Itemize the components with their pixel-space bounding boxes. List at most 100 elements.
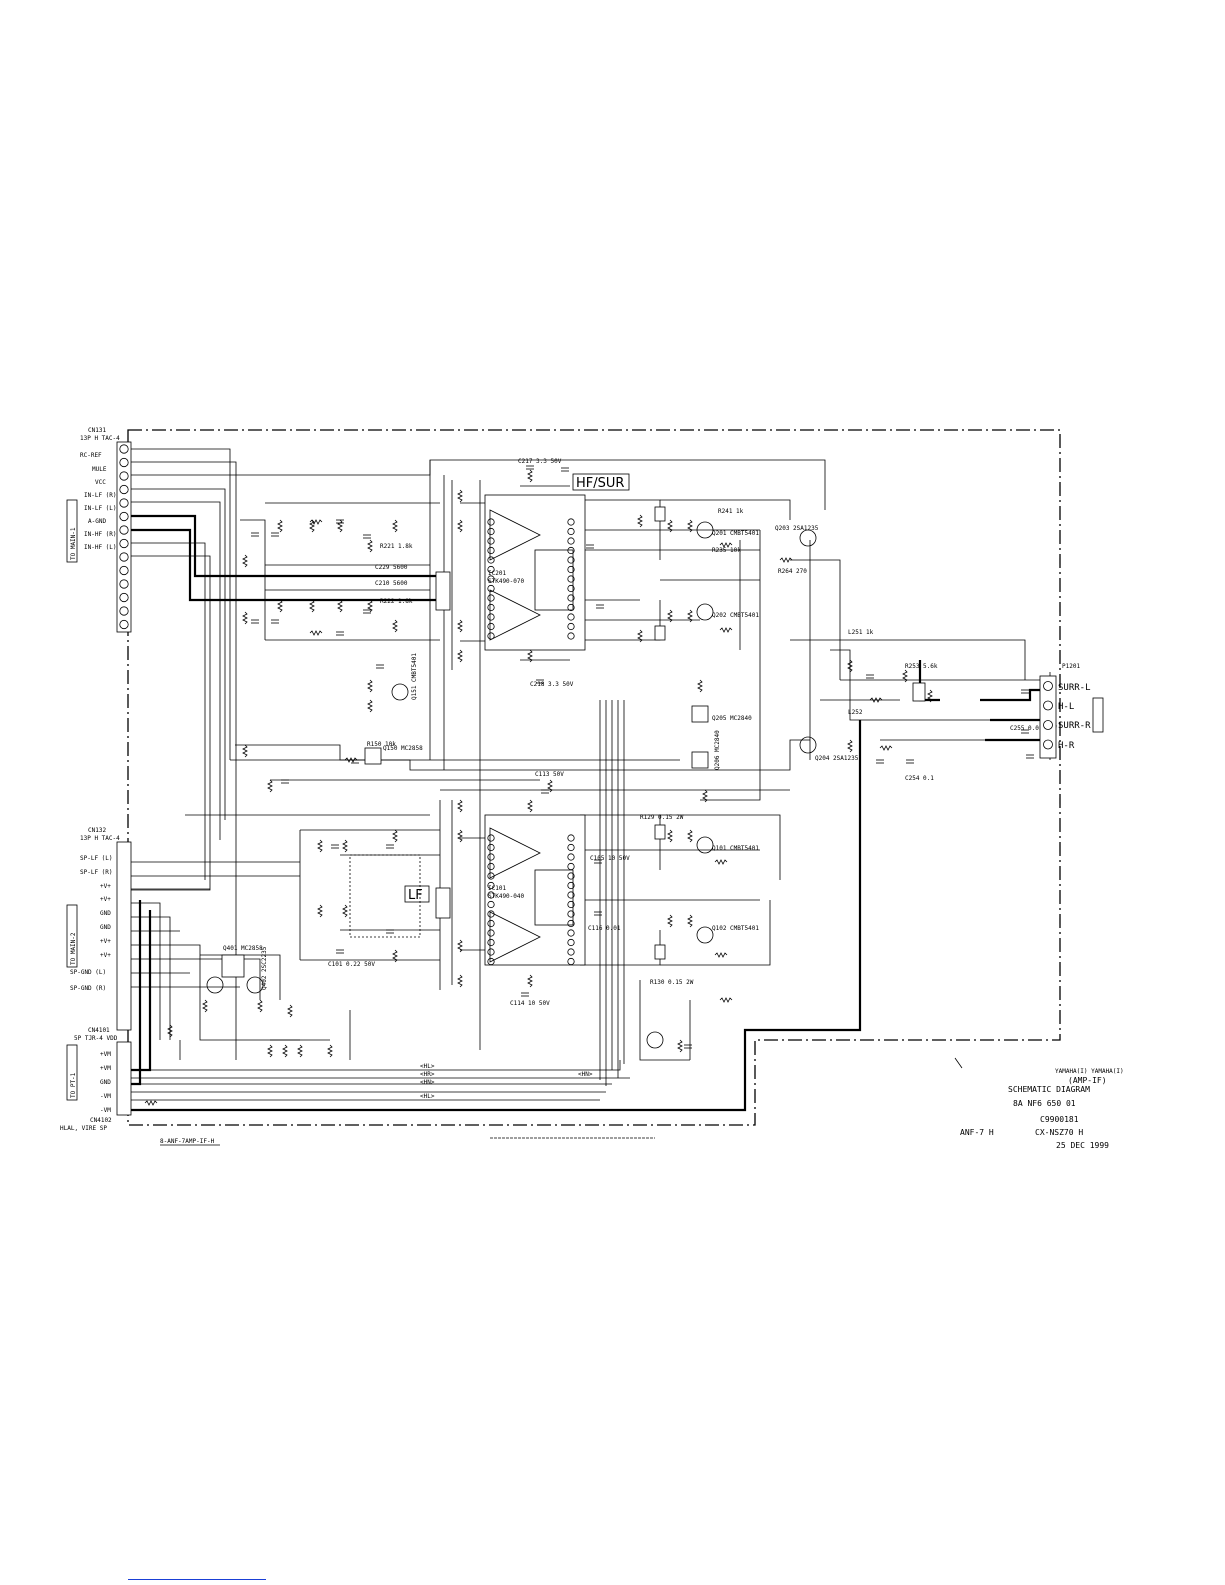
resistor [344, 757, 358, 763]
label-c254: C254 0.1 [905, 775, 934, 782]
resistor [702, 789, 708, 803]
ic-pin [487, 834, 495, 842]
pin [119, 538, 129, 549]
page-link-underline[interactable] [128, 1579, 266, 1580]
ic-pin [567, 948, 575, 956]
ic-pin [487, 575, 495, 583]
side-label-to-pt: TO PT-1 [70, 1072, 77, 1098]
cn131-type: 13P H TAC-4 [80, 435, 120, 442]
label-c116: C116 0.01 [588, 925, 621, 932]
ic101-ref: IC101 [488, 885, 506, 892]
resistor [367, 699, 373, 713]
ic-pin [487, 594, 495, 602]
ic-pin [567, 603, 575, 612]
resistor [687, 519, 693, 533]
label-r235: R235 10k [712, 547, 741, 554]
ic-pin [487, 843, 495, 852]
ic-pin [567, 881, 575, 890]
pin [119, 565, 129, 576]
pin [119, 511, 129, 522]
cn4101-pin-vm1: +VM [100, 1051, 111, 1058]
resistor [309, 519, 323, 525]
ic-pin [487, 881, 495, 890]
label-l252: L252 [848, 709, 863, 716]
title-main: SCHEMATIC DIAGRAM [1008, 1085, 1090, 1094]
ic-pin [567, 518, 575, 526]
ic-pin [487, 584, 495, 593]
pin [1043, 739, 1053, 750]
ic-pin [567, 537, 575, 545]
ic-pin [567, 594, 575, 602]
resistor [457, 829, 463, 843]
resistor [202, 999, 208, 1013]
ic201: IC201 STK490-070 [484, 494, 586, 651]
resistor [457, 799, 463, 813]
resistor [677, 1039, 683, 1053]
lf-label: LF [404, 885, 430, 903]
label-q205: Q205 MC2840 [712, 715, 752, 722]
title-maker: YAMAHA(I) YAMAHA(I) [1055, 1068, 1124, 1075]
title-code: 8A NF6 650 01 [1013, 1099, 1076, 1108]
resistor [392, 829, 398, 843]
hf-sur-label: HF/SUR [572, 473, 630, 491]
pin [119, 619, 129, 630]
ic-pin [567, 900, 575, 909]
ic201-ref: IC201 [488, 570, 506, 577]
title-doc-no: C9900181 [1040, 1115, 1079, 1124]
resistor [457, 974, 463, 988]
ic-pin [487, 929, 495, 937]
ic-pin [487, 948, 495, 956]
resistor [637, 514, 643, 528]
resistor [309, 599, 315, 613]
cn131-ref: CN131 [88, 427, 106, 434]
resistor [287, 1004, 293, 1018]
cn4101-pin-nvm2: -VM [100, 1107, 111, 1114]
ic-pin [487, 910, 495, 918]
ic-pin [487, 537, 495, 545]
resistor [337, 599, 343, 613]
cn132-pin-v4: +V+ [100, 952, 111, 959]
label-c113: C113 50V [535, 771, 564, 778]
resistor [392, 949, 398, 963]
resistor [242, 744, 248, 758]
cn4101-ref: CN4101 [88, 1027, 110, 1034]
resistor [667, 914, 673, 928]
ic-pin [567, 565, 575, 574]
p1201-pin-h-r: H-R [1058, 741, 1075, 751]
label-r221: R221 1.8k [380, 543, 413, 550]
ic-pin [487, 565, 495, 574]
ic-pin [567, 862, 575, 871]
ic101-part: STK490-040 [488, 893, 525, 900]
cn132-pin-sp-gnd-r: SP-GND (R) [70, 985, 106, 992]
cn132-pin-sp-lf-r: SP-LF (R) [80, 869, 113, 876]
resistor [242, 611, 248, 625]
pin [119, 444, 129, 454]
ic-pin [567, 938, 575, 947]
connector-p1201: P1201 SURR-L H-L SURR-R H-R [1039, 663, 1104, 759]
cn131-pin-vcc: VCC [95, 479, 106, 486]
cn4101-type: 5P TJR-4 VDD [74, 1035, 118, 1042]
label-r129: R129 0.15 2W [640, 814, 684, 821]
resistor [719, 997, 733, 1003]
label-l251: L251 1k [848, 629, 874, 636]
resistor [242, 554, 248, 568]
pin [119, 606, 129, 616]
resistor [342, 839, 348, 853]
label-q151: Q151 CMBT5401 [411, 653, 418, 700]
title-block: YAMAHA(I) YAMAHA(I) (AMP-IF) SCHEMATIC D… [954, 1057, 1124, 1150]
ic201-part: STK490-070 [488, 578, 525, 585]
label-c114: C114 10 50V [510, 1000, 550, 1007]
label-r253: R253 5.6k [905, 663, 938, 670]
net-labels: <HL> <HR> <HN> <HL> <HN> [420, 1063, 593, 1100]
components: IC201 STK490-070 IC101 STK490-040 HF/SUR… [144, 458, 1057, 1106]
resistor [879, 745, 893, 751]
title-date: 25 DEC 1999 [1056, 1141, 1109, 1150]
label-q402: Q402 2SC2235 [261, 946, 268, 990]
title-model: CX-NSZ70 H [1035, 1128, 1083, 1137]
resistor [327, 1044, 333, 1058]
cn132-pin-sp-gnd-l: SP-GND (L) [70, 969, 106, 976]
ic-pin [487, 622, 495, 631]
label-r130: R130 0.15 2W [650, 979, 694, 986]
net-hn-2: <HN> [578, 1071, 593, 1078]
